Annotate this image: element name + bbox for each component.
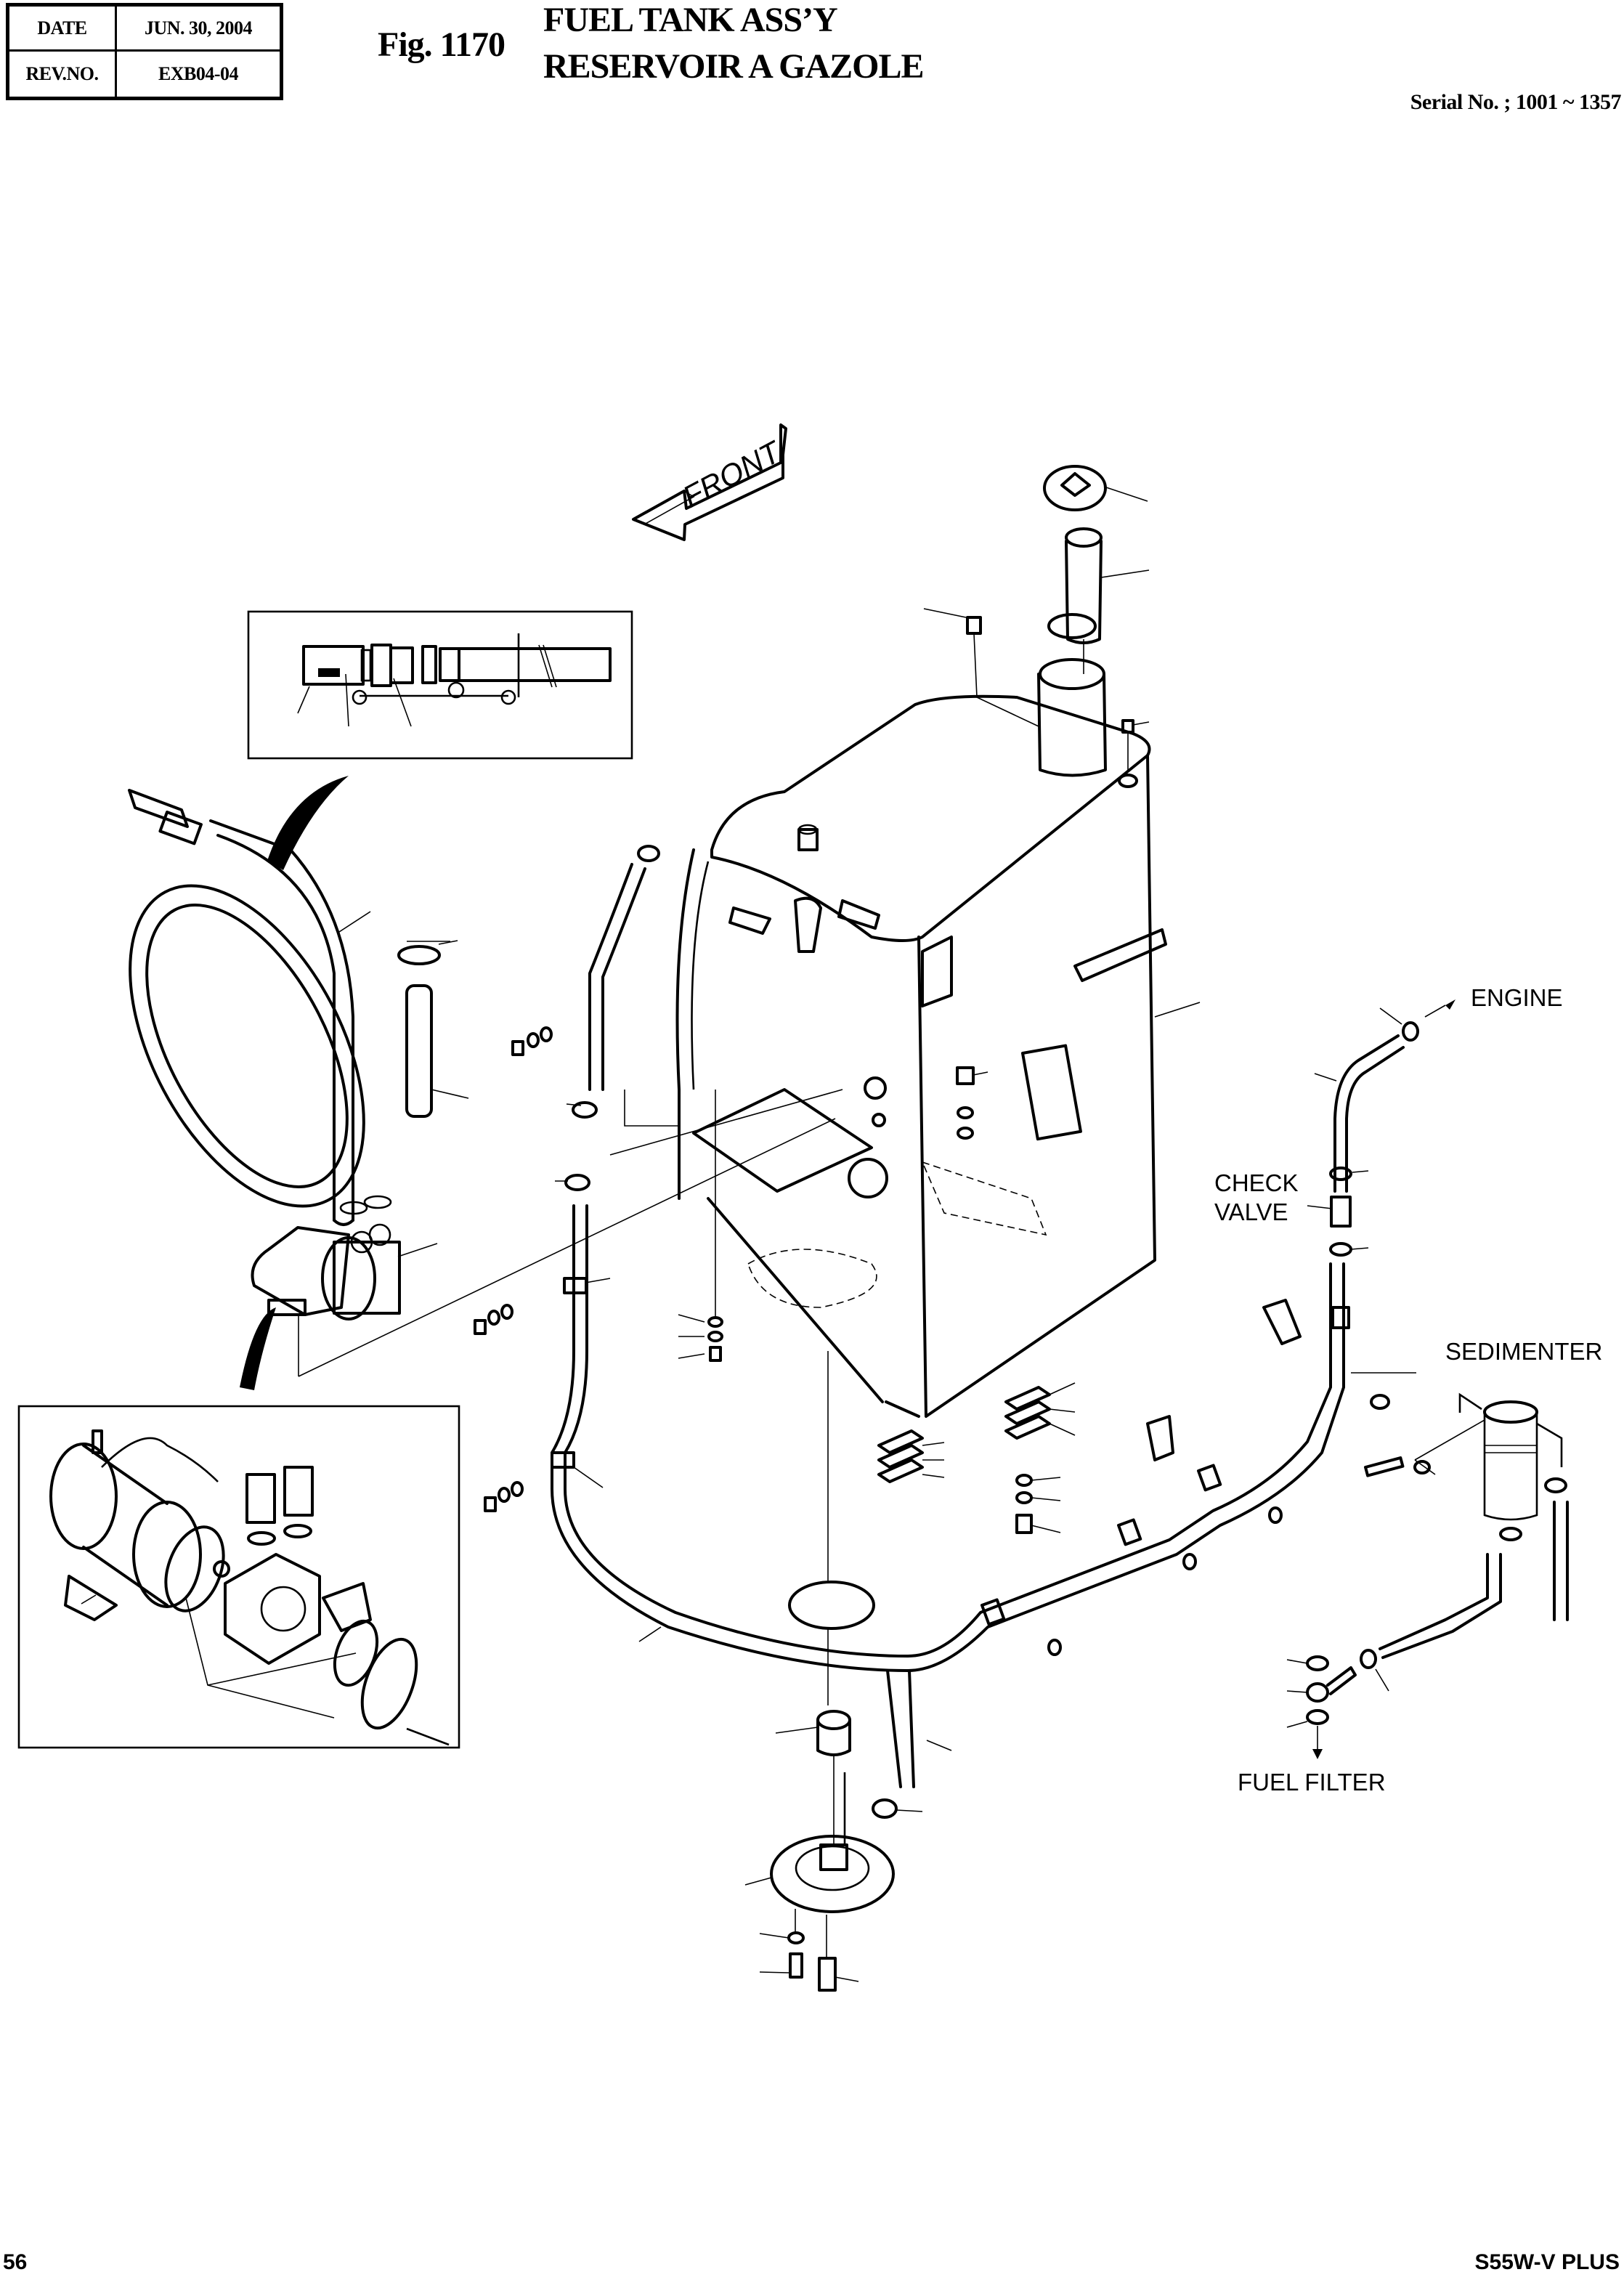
- fuel-filter-label: FUEL FILTER: [1238, 1769, 1386, 1796]
- check-valve-label-2: VALVE: [1214, 1198, 1288, 1225]
- rev-value: EXB04-04: [158, 63, 239, 84]
- sedimenter-label: SEDIMENTER: [1445, 1338, 1602, 1365]
- leader-lines: [407, 941, 1076, 1533]
- banjo-fitting: FUEL FILTER: [1238, 1649, 1389, 1796]
- page-subtitle: RESERVOIR A GAZOLE: [543, 47, 924, 86]
- engine-supply-line: ENGINE CHECK VALVE: [1214, 984, 1563, 1257]
- page-title: FUEL TANK ASS’Y: [543, 1, 838, 39]
- short-hose: [397, 940, 469, 1118]
- date-value: JUN. 30, 2004: [117, 7, 280, 52]
- refuel-hose-coil: [128, 776, 371, 1390]
- nozzle-detail-inset: [247, 610, 633, 760]
- date-label: DATE: [9, 7, 117, 52]
- pump-detail-inset: [17, 1405, 460, 1749]
- page-number: 56: [3, 2250, 28, 2274]
- serial-range: Serial No. ; 1001 ~ 1357: [1410, 90, 1622, 114]
- engine-label: ENGINE: [1471, 984, 1563, 1011]
- fasteners-right: [877, 1066, 1051, 1534]
- suction-flange-assembly: [744, 1669, 952, 1992]
- figure-number: Fig. 1170: [378, 25, 506, 64]
- check-valve-label-1: CHECK: [1214, 1169, 1299, 1196]
- hose-clamps: [981, 1299, 1350, 1656]
- return-hose: [551, 845, 1345, 1672]
- front-direction-arrow: FRONT: [632, 423, 788, 541]
- o-ring: [788, 1351, 875, 1705]
- revision-table: DATE JUN. 30, 2004 REV.NO. EXB04-04: [6, 3, 283, 100]
- rev-label: REV.NO.: [9, 52, 117, 97]
- refuel-pump: [251, 1118, 836, 1377]
- fasteners-left: [474, 1026, 723, 1512]
- filler-assembly: [923, 465, 1201, 1018]
- fuel-tank: [675, 694, 1167, 1418]
- sedimenter: SEDIMENTER: [1351, 1338, 1602, 1659]
- model-name: S55W-V PLUS: [1474, 2250, 1620, 2274]
